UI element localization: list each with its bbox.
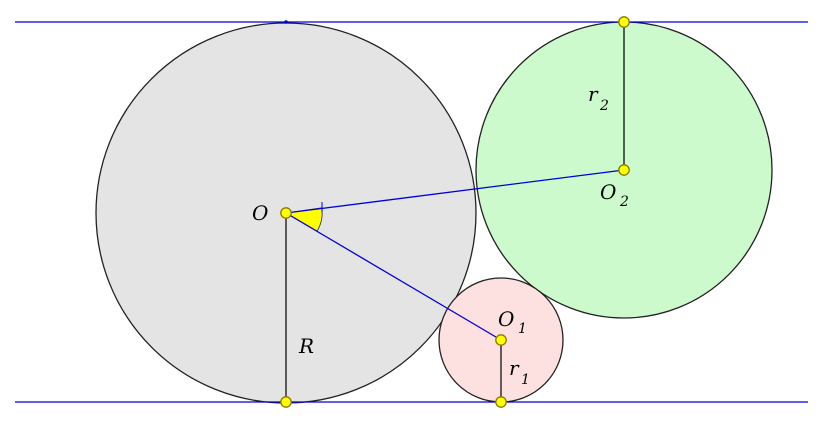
label-O2-sub: 2 xyxy=(619,194,629,210)
segment-O-O2 xyxy=(285,169,625,214)
label-O: O xyxy=(252,201,268,225)
label-O1: O xyxy=(498,307,514,331)
label-R: R xyxy=(298,334,314,358)
label-O2: O xyxy=(600,180,616,204)
point-tangent-O-bottom xyxy=(280,396,292,408)
label-r2-sub: 2 xyxy=(599,98,609,114)
point-tangent-O2-top xyxy=(618,16,630,28)
label-O1-sub: 1 xyxy=(518,321,527,337)
point-tangent-O1-bottom xyxy=(495,396,507,408)
point-O2 xyxy=(618,164,630,176)
point-O1 xyxy=(495,334,507,346)
label-r1-sub: 1 xyxy=(521,372,530,388)
label-r1: r xyxy=(509,356,520,380)
point-O xyxy=(280,207,292,219)
segment-O-O1 xyxy=(285,212,502,341)
top-line-tick xyxy=(284,20,288,24)
label-r2: r xyxy=(588,82,599,106)
